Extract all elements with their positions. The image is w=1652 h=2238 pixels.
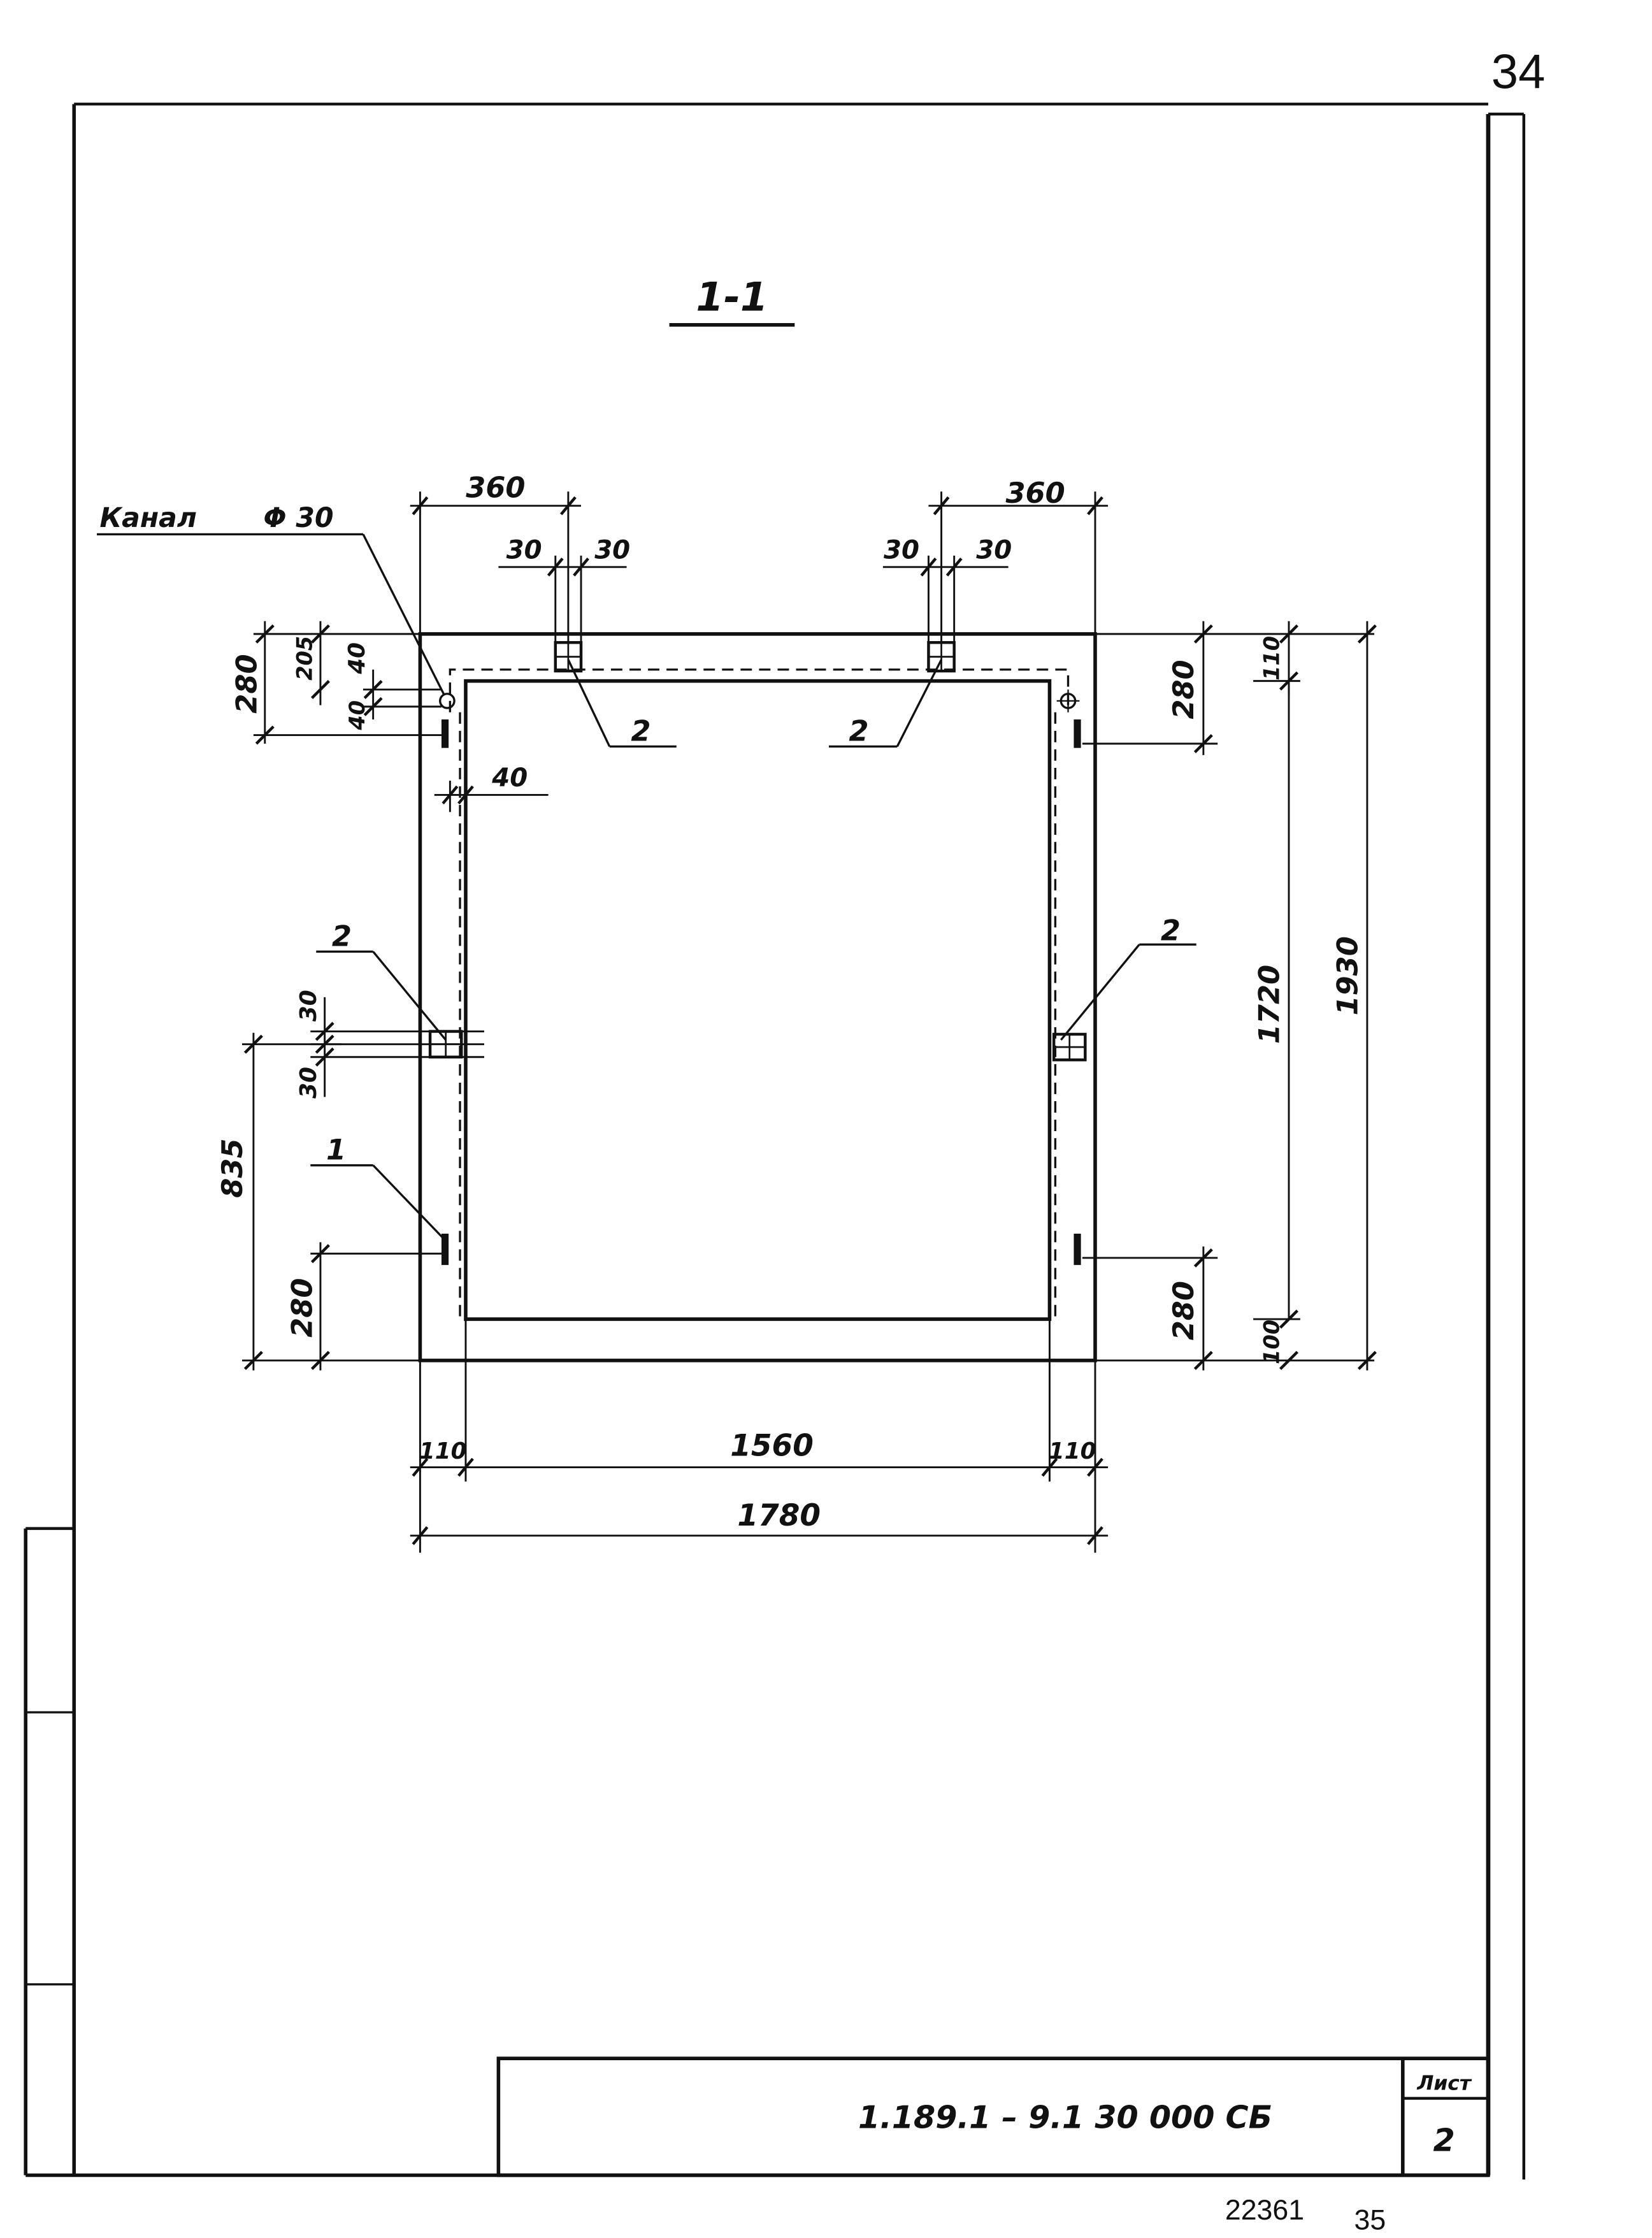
dim-left-835: 835 [216, 1138, 249, 1197]
leader-lines [97, 533, 1196, 1241]
archive-number: 22361 [1225, 2195, 1304, 2226]
callout-left-mid: 2 [332, 920, 352, 953]
section-label: 1-1 [696, 273, 768, 320]
channel-holes [439, 689, 1081, 1266]
frame-outline [418, 632, 1097, 1362]
dim-top-right-30b: 30 [976, 535, 1012, 565]
dim-top-right-30a: 30 [884, 535, 919, 565]
dim-bottom-1560: 1560 [730, 1429, 814, 1464]
dim-right-bottom-280: 280 [1167, 1281, 1200, 1340]
dim-left-mid-30a: 30 [296, 990, 322, 1022]
dimension-ticks [243, 496, 1377, 1545]
callout-right-mid: 2 [1161, 914, 1181, 947]
dim-left-bottom-280: 280 [286, 1278, 319, 1338]
dim-top-right-360: 360 [1005, 477, 1065, 510]
callout-top-right: 2 [849, 715, 868, 748]
sheet-number: 2 [1433, 2122, 1455, 2159]
dim-bottom-1780: 1780 [737, 1498, 821, 1533]
sheet-label: Лист [1416, 2072, 1472, 2095]
title-block [496, 2056, 1490, 2177]
dim-top-left-360: 360 [466, 471, 525, 504]
document-code: 1.189.1 – 9.1 30 000 СБ [858, 2099, 1272, 2136]
channel-label: Канал [99, 503, 196, 534]
dim-top-left-30a: 30 [506, 535, 542, 565]
dim-right-1720: 1720 [1253, 965, 1286, 1044]
dim-right-bottom-100: 100 [1259, 1320, 1284, 1364]
dim-top-left-30b: 30 [594, 535, 630, 565]
dim-left-top-280: 280 [230, 654, 263, 713]
embedded-plates [428, 641, 1087, 1062]
page-number-bottom: 35 [1354, 2204, 1386, 2235]
dim-left-top-205: 205 [292, 636, 317, 681]
page-number-top: 34 [1491, 45, 1546, 99]
dim-left-mid-30b: 30 [296, 1067, 322, 1099]
dim-left-top-40a: 40 [344, 642, 370, 675]
dim-right-top-280: 280 [1167, 660, 1200, 719]
sheet-frame [24, 103, 1526, 2180]
dim-right-top-110: 110 [1259, 636, 1284, 681]
dim-bottom-left-110: 110 [419, 1438, 467, 1464]
dimension-lines [242, 491, 1375, 1553]
channel-diameter: Φ 30 [264, 503, 334, 534]
dim-right-1930: 1930 [1331, 936, 1364, 1015]
dim-left-inner-40: 40 [491, 763, 528, 793]
dim-bottom-right-110: 110 [1049, 1438, 1096, 1464]
callout-top-left: 2 [631, 715, 650, 748]
callout-left-low: 1 [326, 1134, 346, 1167]
dim-left-top-40b: 40 [345, 700, 370, 731]
